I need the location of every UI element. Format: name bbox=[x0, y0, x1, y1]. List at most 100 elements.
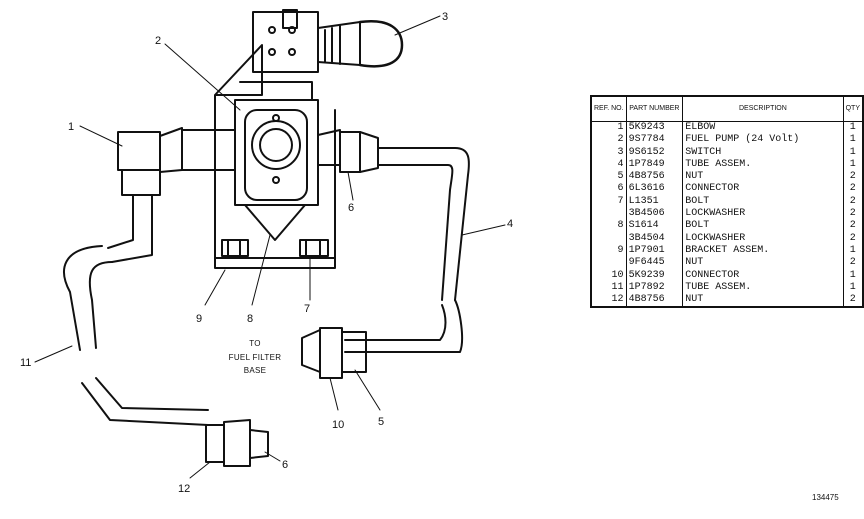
cell-ref bbox=[591, 208, 627, 221]
cell-desc: LOCKWASHER bbox=[682, 232, 844, 245]
col-header-qty: QTY bbox=[843, 96, 864, 122]
cell-desc: CONNECTOR bbox=[682, 269, 844, 282]
figure-number: 134475 bbox=[812, 493, 839, 502]
note-fuel-filter: FUEL FILTER bbox=[229, 353, 282, 362]
tube-11 bbox=[111, 194, 153, 263]
cell-ref: 7 bbox=[591, 195, 627, 209]
cell-qty: 1 bbox=[843, 134, 864, 147]
cell-desc: FUEL PUMP (24 Volt) bbox=[682, 134, 844, 147]
cell-ref: 8 bbox=[591, 220, 627, 233]
cell-part: 5K9239 bbox=[626, 269, 684, 282]
cell-ref bbox=[591, 257, 627, 270]
cell-qty: 1 bbox=[843, 158, 864, 172]
col-header-description: DESCRIPTION bbox=[682, 96, 844, 122]
cell-desc: BRACKET ASSEM. bbox=[682, 244, 844, 258]
callout-1: 1 bbox=[68, 121, 74, 133]
cell-ref: 10 bbox=[591, 269, 627, 282]
cell-part: 3B4506 bbox=[626, 208, 684, 221]
cell-ref: 5 bbox=[591, 171, 627, 184]
cell-qty: 1 bbox=[843, 146, 864, 159]
callout-5: 5 bbox=[378, 416, 384, 428]
cell-desc: ELBOW bbox=[682, 121, 844, 135]
cell-ref: 11 bbox=[591, 281, 627, 295]
cell-qty: 2 bbox=[843, 232, 864, 245]
cell-part: 4B8756 bbox=[626, 171, 684, 184]
cell-desc: BOLT bbox=[682, 220, 844, 233]
note-base: BASE bbox=[244, 366, 267, 375]
cell-part: 3B4504 bbox=[626, 232, 684, 245]
cell-ref: 9 bbox=[591, 244, 627, 258]
cell-ref: 3 bbox=[591, 146, 627, 159]
tube-4 bbox=[377, 147, 470, 301]
cell-qty: 2 bbox=[843, 208, 864, 221]
elbow bbox=[117, 127, 236, 196]
cell-qty: 2 bbox=[843, 195, 864, 209]
bolt bbox=[299, 239, 329, 257]
cell-part: 5K9243 bbox=[626, 121, 684, 135]
callout-12: 12 bbox=[178, 483, 190, 495]
cell-ref: 1 bbox=[591, 121, 627, 135]
bracket-assembly bbox=[214, 44, 336, 269]
cell-desc: NUT bbox=[682, 294, 844, 308]
connector-10 bbox=[301, 327, 367, 379]
cell-qty: 2 bbox=[843, 220, 864, 233]
col-header-ref: REF. NO. bbox=[591, 96, 627, 122]
callout-8: 8 bbox=[247, 313, 253, 325]
cell-desc: TUBE ASSEM. bbox=[682, 158, 844, 172]
cell-part: 9S7784 bbox=[626, 134, 684, 147]
callout-9: 9 bbox=[196, 313, 202, 325]
bolt bbox=[221, 239, 249, 257]
col-header-part: PART NUMBER bbox=[626, 96, 684, 122]
callout-11: 11 bbox=[20, 357, 31, 369]
callout-7: 7 bbox=[304, 303, 310, 315]
cell-part: 9S6152 bbox=[626, 146, 684, 159]
cell-ref: 4 bbox=[591, 158, 627, 172]
cell-ref: 12 bbox=[591, 294, 627, 308]
cell-part: 6L3616 bbox=[626, 183, 684, 196]
cell-ref: 6 bbox=[591, 183, 627, 196]
cell-qty: 1 bbox=[843, 281, 864, 295]
cell-part: 4B8756 bbox=[626, 294, 684, 308]
cell-desc: NUT bbox=[682, 171, 844, 184]
cell-desc: TUBE ASSEM. bbox=[682, 281, 844, 295]
cell-qty: 2 bbox=[843, 294, 864, 308]
callout-6b: 6 bbox=[282, 459, 288, 471]
note-to: TO bbox=[249, 339, 261, 348]
cell-qty: 2 bbox=[843, 183, 864, 196]
cell-desc: BOLT bbox=[682, 195, 844, 209]
cell-ref bbox=[591, 232, 627, 245]
cell-desc: CONNECTOR bbox=[682, 183, 844, 196]
callout-2: 2 bbox=[155, 35, 161, 47]
cell-ref: 2 bbox=[591, 134, 627, 147]
callout-6: 6 bbox=[348, 202, 354, 214]
fuel-pump-body bbox=[234, 81, 341, 241]
connector-6 bbox=[339, 131, 379, 173]
cell-qty: 1 bbox=[843, 269, 864, 282]
cell-part: 1P7901 bbox=[626, 244, 684, 258]
cell-part: L1351 bbox=[626, 195, 684, 209]
cell-qty: 1 bbox=[843, 244, 864, 258]
callout-3: 3 bbox=[442, 11, 448, 23]
cell-part: 1P7849 bbox=[626, 158, 684, 172]
tube-11 bbox=[107, 194, 134, 249]
cell-desc: LOCKWASHER bbox=[682, 208, 844, 221]
connector-12 bbox=[205, 419, 269, 467]
cell-part: S1614 bbox=[626, 220, 684, 233]
